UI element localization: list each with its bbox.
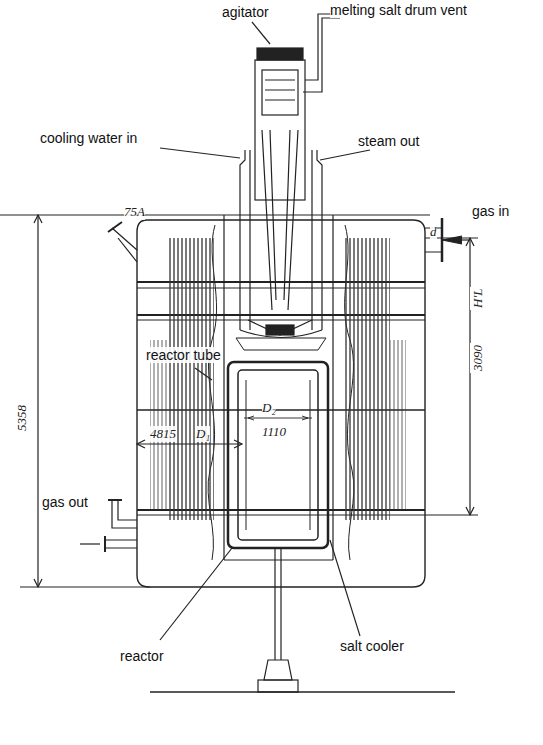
dimension-text: 4815: [150, 426, 176, 442]
part-label: gas out: [42, 494, 88, 510]
part-label: melting salt drum vent: [330, 2, 467, 18]
part-label: reactor tube: [146, 347, 221, 363]
dimension-text: 1110: [262, 424, 286, 440]
dimension-text: d: [430, 224, 437, 240]
dimension-text: D₁: [196, 426, 210, 442]
dimension-text: H'L: [470, 286, 486, 309]
part-label: cooling water in: [40, 130, 137, 146]
dimension-text: 3090: [470, 343, 486, 373]
part-label: gas in: [472, 203, 509, 219]
dimension-text: 5358: [14, 403, 30, 433]
part-label: steam out: [358, 133, 419, 149]
part-label: salt cooler: [340, 638, 404, 654]
dimension-text: 75A: [124, 204, 145, 220]
part-label: reactor: [120, 648, 164, 664]
part-label: agitator: [222, 4, 269, 20]
dimension-text: D₂: [262, 400, 276, 416]
